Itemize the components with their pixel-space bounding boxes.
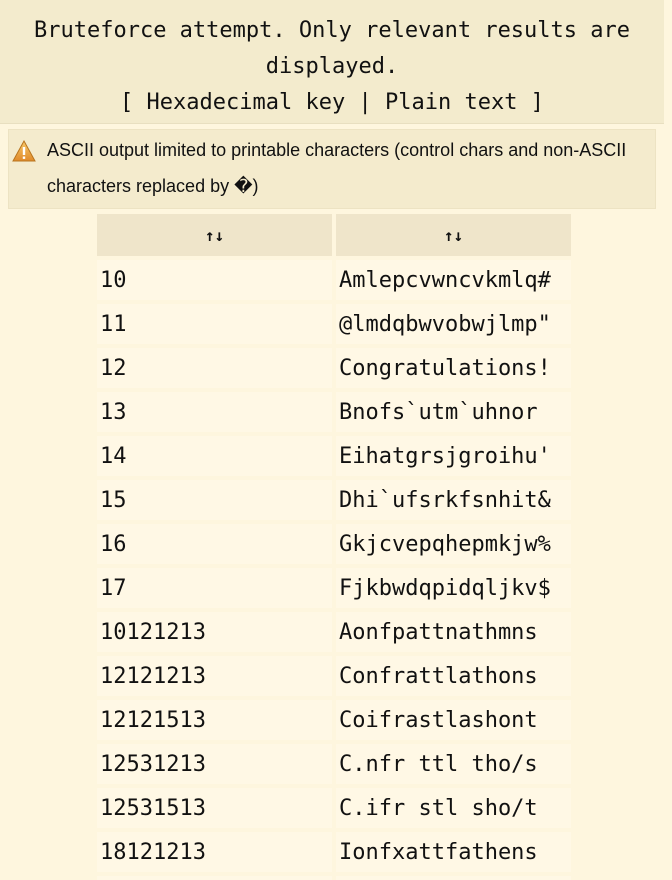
table-row (97, 872, 571, 880)
key-cell: 12531213 (97, 740, 332, 784)
text-cell: Confrattlathons (336, 652, 571, 696)
text-cell: Congratulations! (336, 344, 571, 388)
hexadecimal-key-link[interactable]: Hexadecimal key (146, 90, 346, 115)
table-header-row: ↑↓ ↑↓ (97, 214, 571, 256)
key-cell: 13 (97, 388, 332, 432)
header-line-2: displayed. (265, 54, 399, 79)
key-cell: 11 (97, 300, 332, 344)
key-cell: 12531513 (97, 784, 332, 828)
warning-text: ASCII output limited to printable charac… (47, 140, 627, 196)
text-cell: Bnofs`utm`uhnor (336, 388, 571, 432)
key-cell: 17 (97, 564, 332, 608)
header-line-1: Bruteforce attempt. Only relevant result… (33, 18, 631, 43)
text-cell: Ionfxattfathens (336, 828, 571, 872)
key-cell: 16 (97, 520, 332, 564)
text-cell: Amlepcvwncvkmlq# (336, 256, 571, 300)
table-row: 11@lmdqbwvobwjlmp" (97, 300, 571, 344)
text-cell: C.nfr ttl tho/s (336, 740, 571, 784)
key-cell: 12121513 (97, 696, 332, 740)
text-cell: Fjkbwdqpidqljkv$ (336, 564, 571, 608)
view-mode-links: [ Hexadecimal key | Plain text ] (0, 85, 664, 121)
key-cell: 12121213 (97, 652, 332, 696)
key-cell: 14 (97, 432, 332, 476)
text-cell: Aonfpattnathmns (336, 608, 571, 652)
key-cell: 10121213 (97, 608, 332, 652)
text-cell: Eihatgrsjgroihu' (336, 432, 571, 476)
warning-triangle-icon (12, 140, 36, 162)
text-cell: Coifrastlashont (336, 696, 571, 740)
key-cell: 18121213 (97, 828, 332, 872)
bracket-close: ] (517, 90, 544, 115)
key-cell: 15 (97, 476, 332, 520)
key-cell: 10 (97, 256, 332, 300)
key-cell (97, 872, 332, 880)
sort-key-column-header[interactable]: ↑↓ (97, 214, 332, 256)
text-cell: @lmdqbwvobwjlmp" (336, 300, 571, 344)
link-separator: | (345, 90, 385, 115)
key-cell: 12 (97, 344, 332, 388)
text-cell: C.ifr stl sho/t (336, 784, 571, 828)
bracket-open: [ (120, 90, 147, 115)
text-cell: Gkjcvepqhepmkjw% (336, 520, 571, 564)
result-header: Bruteforce attempt. Only relevant result… (0, 0, 664, 124)
plain-text-link[interactable]: Plain text (384, 90, 518, 115)
text-cell (336, 872, 571, 880)
sort-text-column-header[interactable]: ↑↓ (336, 214, 571, 256)
ascii-warning-banner: ASCII output limited to printable charac… (8, 129, 656, 209)
text-cell: Dhi`ufsrkfsnhit& (336, 476, 571, 520)
